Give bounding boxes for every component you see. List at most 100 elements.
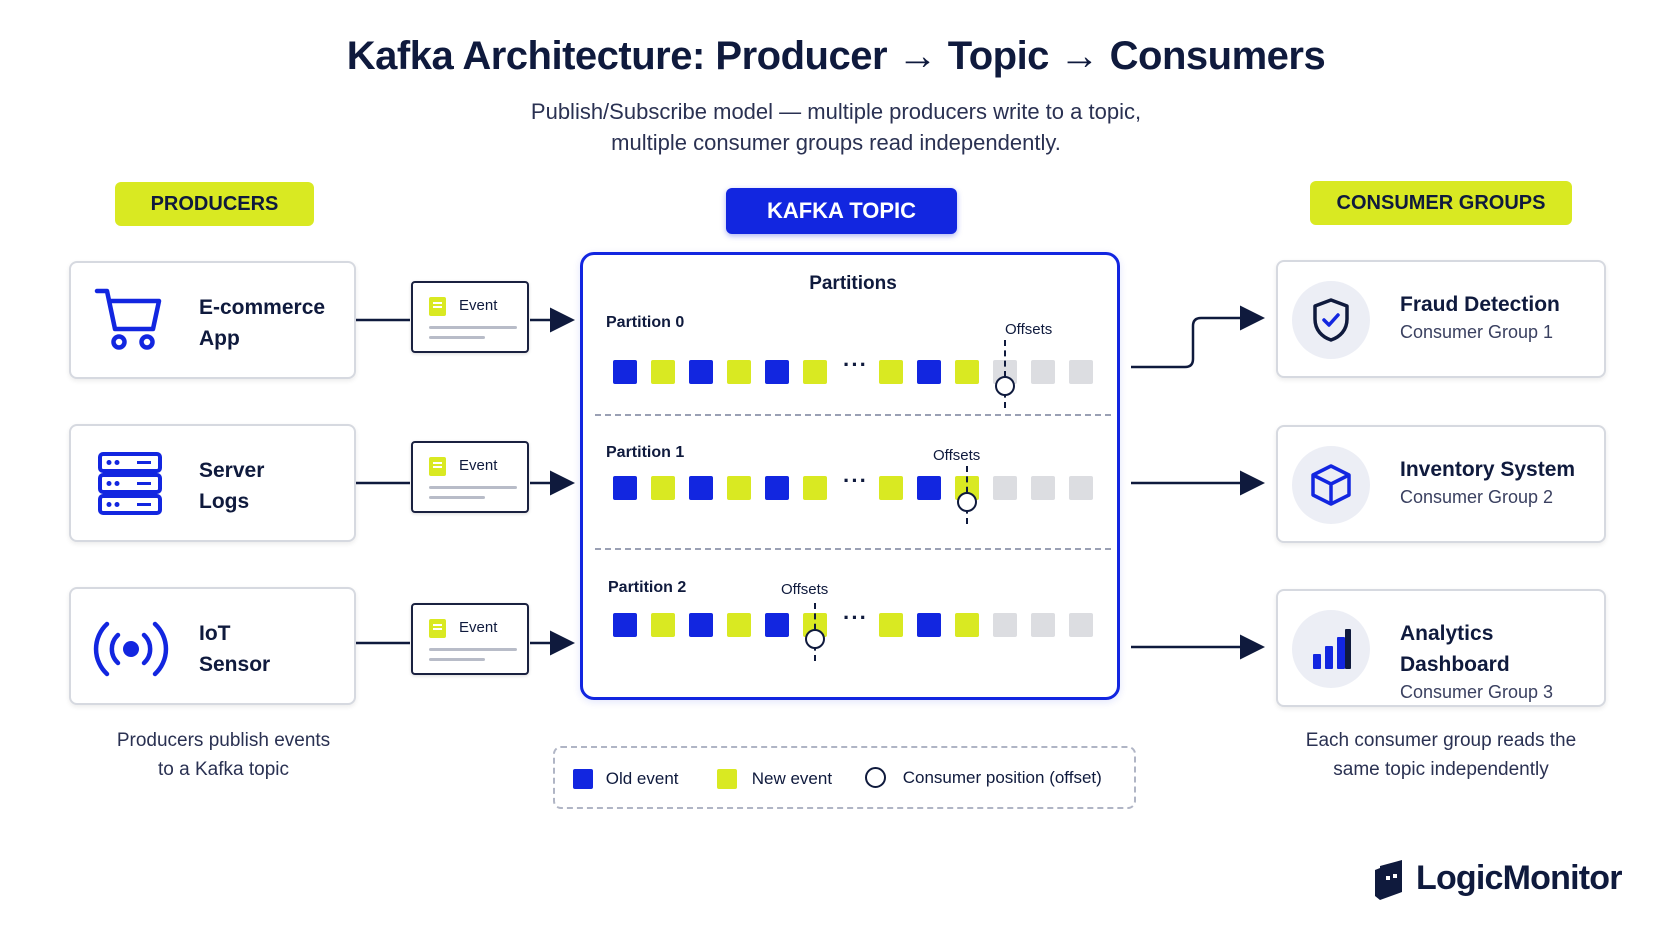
new-event-cell (803, 476, 827, 500)
partition-row-1: Partition 1 Offsets ··· (583, 438, 1123, 538)
producer-card-ecommerce: E-commerce App (69, 261, 356, 379)
new-event-cell (651, 613, 675, 637)
old-event-cell (613, 476, 637, 500)
producers-caption: Producers publish events to a Kafka topi… (116, 730, 331, 780)
old-event-cell (689, 476, 713, 500)
event-card: Event (411, 281, 529, 353)
consumer-card-analytics-dashboard: Analytics Dashboard Consumer Group 3 (1276, 589, 1606, 707)
empty-slot-cell (1069, 476, 1093, 500)
old-event-cell (917, 613, 941, 637)
producer-card-server-logs: Server Logs (69, 424, 356, 542)
document-icon (429, 619, 446, 638)
consumer-group: Consumer Group 1 (1400, 322, 1554, 342)
empty-slot-cell (1031, 476, 1055, 500)
consumer-name: Inventory System (1400, 458, 1576, 481)
offset-ring-icon (865, 767, 886, 789)
empty-slot-cell (1069, 360, 1093, 384)
consumers-caption: Each consumer group reads the same topic… (1305, 730, 1577, 780)
new-event-cell (879, 476, 903, 500)
event-card: Event (411, 441, 529, 513)
consumer-card-fraud-detection: Fraud Detection Consumer Group 1 (1276, 260, 1606, 378)
new-event-cell (955, 360, 979, 384)
new-event-cell (651, 476, 675, 500)
offsets-label: Offsets (1005, 321, 1053, 338)
old-event-cell (689, 360, 713, 384)
new-event-cell (727, 360, 751, 384)
partition-divider (595, 548, 1111, 550)
consumer-icon-bg (1292, 446, 1370, 524)
new-event-cell (803, 360, 827, 384)
shopping-cart-icon (93, 285, 165, 356)
bar-chart-icon (1310, 626, 1354, 677)
partition-label: Partition 2 (608, 579, 687, 596)
logicmonitor-logo-icon (1372, 858, 1412, 907)
legend-position: Consumer position (offset) (865, 767, 1102, 789)
partition-label: Partition 1 (606, 444, 685, 461)
consumer-text: Inventory System Consumer Group 2 (1400, 454, 1575, 508)
consumer-icon-bg (1292, 610, 1370, 688)
partition-row-2: Partition 2 Offsets ··· (583, 573, 1123, 673)
offset-marker-line (1004, 340, 1006, 408)
old-event-cell (765, 360, 789, 384)
empty-slot-cell (1031, 613, 1055, 637)
document-icon (429, 297, 446, 316)
old-event-cell (765, 613, 789, 637)
consumer-text: Analytics Dashboard Consumer Group 3 (1400, 618, 1604, 703)
partition-label: Partition 0 (606, 314, 685, 331)
old-event-cell (917, 360, 941, 384)
producer-label: IoT Sensor (199, 622, 271, 676)
new-event-cell (651, 360, 675, 384)
empty-slot-cell (993, 476, 1017, 500)
shield-check-icon (1311, 297, 1351, 348)
new-event-cell (879, 613, 903, 637)
old-event-cell (917, 476, 941, 500)
consumer-group: Consumer Group 2 (1400, 487, 1554, 507)
kafka-topic-heading: KAFKA TOPIC (726, 188, 957, 234)
legend-old: Old event (573, 768, 679, 789)
legend: Old event New event Consumer position (o… (553, 746, 1136, 809)
broadcast-icon (91, 616, 171, 687)
consumer-icon-bg (1292, 281, 1370, 359)
subtitle-line-1: Publish/Subscribe model — multiple produ… (530, 99, 1142, 124)
old-event-cell (613, 360, 637, 384)
offsets-label: Offsets (781, 581, 829, 598)
new-event-cell (727, 476, 751, 500)
new-event-swatch (717, 768, 737, 789)
empty-slot-cell (993, 613, 1017, 637)
consumer-offset-ring (995, 376, 1015, 396)
old-event-cell (613, 613, 637, 637)
consumer-name: Analytics Dashboard (1400, 622, 1510, 676)
consumer-card-inventory-system: Inventory System Consumer Group 2 (1276, 425, 1606, 543)
empty-slot-cell (1031, 360, 1055, 384)
ellipsis: ··· (843, 352, 868, 377)
logo-text: LogicMonitor (1416, 859, 1623, 897)
new-event-cell (955, 613, 979, 637)
server-icon (97, 451, 163, 522)
new-event-cell (879, 360, 903, 384)
producer-label: Server Logs (199, 459, 265, 513)
producers-heading: PRODUCERS (115, 182, 314, 226)
consumer-offset-ring (957, 492, 977, 512)
legend-new: New event (717, 768, 832, 789)
partitions-title: Partitions (809, 273, 897, 294)
consumer-name: Fraud Detection (1400, 293, 1560, 316)
producer-label: E-commerce App (199, 296, 326, 350)
page-subtitle: Publish/Subscribe model — multiple produ… (0, 96, 1672, 158)
event-card: Event (411, 603, 529, 675)
kafka-topic-box: Partitions Partition 0 Offsets ··· Parti… (580, 252, 1120, 700)
new-event-cell (727, 613, 751, 637)
old-event-cell (689, 613, 713, 637)
old-event-swatch (573, 768, 593, 789)
document-icon (429, 457, 446, 476)
partition-divider (595, 414, 1111, 416)
empty-slot-cell (1069, 613, 1093, 637)
cube-icon (1308, 462, 1354, 513)
consumer-text: Fraud Detection Consumer Group 1 (1400, 289, 1560, 343)
ellipsis: ··· (843, 605, 868, 630)
partition-row-0: Partition 0 Offsets ··· (583, 305, 1123, 408)
subtitle-line-2: multiple consumer groups read independen… (611, 130, 1061, 155)
old-event-cell (765, 476, 789, 500)
consumer-offset-ring (805, 629, 825, 649)
consumer-arrow-0 (1131, 305, 1265, 369)
